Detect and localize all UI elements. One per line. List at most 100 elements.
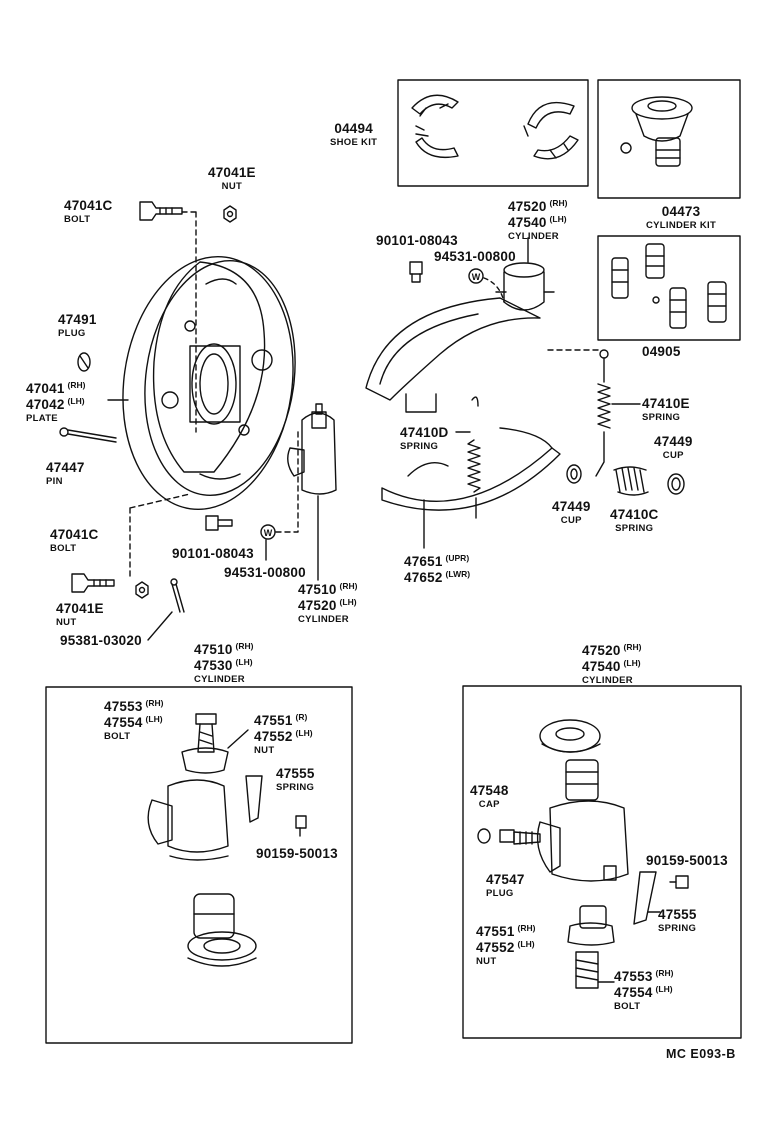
- part-number: 47510: [298, 582, 337, 597]
- part-number: 94531-00800: [434, 249, 516, 264]
- label-cylinder-kit: 04473 CYLINDER KIT: [646, 204, 716, 231]
- part-suffix: (LH): [339, 597, 357, 607]
- part-name: SPRING: [658, 923, 697, 934]
- part-number: 47554: [104, 715, 143, 730]
- label-bolt-90101-upper: 90101-08043: [376, 233, 458, 249]
- label-spring-47410e: 47410E SPRING: [642, 396, 690, 423]
- box2-spring-clip-icon: [633, 871, 657, 925]
- part-name: CYLINDER: [508, 231, 559, 242]
- cotter-pin-icon: [170, 578, 185, 613]
- part-suffix: (RH): [655, 968, 674, 978]
- part-name: SPRING: [642, 412, 681, 423]
- part-number: 47552: [254, 729, 293, 744]
- box1-cylinder-body-icon: [147, 779, 229, 861]
- part-number: 47554: [614, 985, 653, 1000]
- label-pin: 47447 PIN: [46, 460, 85, 487]
- label-box1-bolt-90159: 90159-50013: [256, 846, 338, 862]
- part-number: 47520: [582, 643, 621, 658]
- dashed-link-upper-washer: [483, 277, 505, 303]
- part-number: 47555: [276, 766, 315, 781]
- part-number: 47552: [476, 940, 515, 955]
- nut-47041e-bottom-icon: [135, 581, 149, 599]
- part-suffix: (LH): [655, 984, 673, 994]
- label-cylinder-47510: 47510(RH) 47520(LH) CYLINDER: [298, 582, 358, 625]
- part-suffix: (LH): [235, 657, 253, 667]
- bolt-90101-lower-icon: [205, 515, 233, 531]
- part-name: NUT: [254, 745, 275, 756]
- part-number: 47551: [476, 924, 515, 939]
- nut-47041e-top-icon: [223, 205, 237, 223]
- box2-plug-icon: [499, 829, 541, 845]
- part-name: SHOE KIT: [330, 137, 378, 148]
- part-number: 95381-03020: [60, 633, 142, 648]
- part-number: 94531-00800: [224, 565, 306, 580]
- part-number: 47520: [508, 199, 547, 214]
- cylinder-kit-parts-icon: [620, 96, 693, 167]
- part-suffix: (RH): [549, 198, 568, 208]
- part-suffix: (LH): [67, 396, 85, 406]
- part-name: NUT: [476, 956, 497, 967]
- part-number: 47553: [104, 699, 143, 714]
- part-number: 47449: [552, 499, 591, 514]
- box2-adjuster-bolt-icon: [575, 951, 599, 989]
- part-number: 47041: [26, 381, 65, 396]
- part-number: 47551: [254, 713, 293, 728]
- bolt-47041c-bottom-icon: [71, 573, 115, 593]
- part-number: 04473: [661, 204, 701, 219]
- part-suffix: (RH): [235, 641, 254, 651]
- part-number: 47553: [614, 969, 653, 984]
- kit-04905-pistons-icon: [611, 243, 727, 329]
- label-box1-spring: 47555 SPRING: [276, 766, 315, 793]
- diagram-code: MC E093-B: [666, 1047, 736, 1061]
- part-name: PIN: [46, 476, 63, 487]
- label-nut-top: 47041E NUT: [208, 165, 256, 192]
- box2-dust-boot-icon: [539, 719, 601, 753]
- label-cup-47449-right: 47449 CUP: [654, 434, 693, 461]
- part-number: 90159-50013: [646, 853, 728, 868]
- part-number: 47447: [46, 460, 85, 475]
- part-number: 47410E: [642, 396, 690, 411]
- part-number: 47540: [582, 659, 621, 674]
- label-spring-47410d: 47410D SPRING: [400, 425, 449, 452]
- label-bolt-90101-lower: 90101-08043: [172, 546, 254, 562]
- part-number: 04494: [334, 121, 373, 136]
- label-box2-bolt: 47553(RH) 47554(LH) BOLT: [614, 969, 674, 1012]
- label-plate: 47041(RH) 47042(LH) PLATE: [26, 381, 86, 424]
- part-number: 47042: [26, 397, 65, 412]
- part-suffix: (RH): [145, 698, 164, 708]
- bolt-47041c-top-icon: [139, 201, 183, 221]
- box2-cylinder-body-icon: [536, 800, 629, 882]
- plug-47491-icon: [77, 352, 91, 372]
- part-number: 47491: [58, 312, 97, 327]
- label-bolt-top: 47041C BOLT: [64, 198, 113, 225]
- label-box2-bolt-90159: 90159-50013: [646, 853, 728, 869]
- shoe-kit-box: [397, 79, 589, 187]
- box1-bolt-90159-icon: [295, 815, 307, 837]
- label-box-left-header: 47510(RH) 47530(LH) CYLINDER: [194, 642, 254, 685]
- leader-cotter: [147, 611, 173, 641]
- part-number: 47041E: [208, 165, 256, 180]
- part-number: 90101-08043: [172, 546, 254, 561]
- label-shoe-kit: 04494 SHOE KIT: [330, 121, 377, 148]
- backing-plate-icon: [122, 255, 296, 511]
- part-number: 47530: [194, 658, 233, 673]
- part-suffix: (RH): [67, 380, 86, 390]
- wheel-cylinder-47520-icon: [495, 262, 555, 311]
- part-name: SPRING: [276, 782, 315, 793]
- label-kit-04905: 04905: [642, 344, 681, 360]
- part-number: 47547: [486, 872, 525, 887]
- part-name: CUP: [662, 450, 684, 461]
- kit-04905-box: [597, 235, 741, 341]
- label-brake-shoes: 47651(UPR) 47652(LWR): [404, 554, 470, 586]
- part-suffix: (R): [295, 712, 308, 722]
- bolt-90101-upper-icon: [409, 261, 423, 283]
- part-suffix: (LWR): [445, 569, 471, 579]
- label-box2-spring: 47555 SPRING: [658, 907, 697, 934]
- part-suffix: (LH): [145, 714, 163, 724]
- part-number: 47520: [298, 598, 337, 613]
- part-number: 47555: [658, 907, 697, 922]
- part-name: SPRING: [400, 441, 439, 452]
- part-name: PLATE: [26, 413, 58, 424]
- label-spring-47410c: 47410C SPRING: [610, 507, 659, 534]
